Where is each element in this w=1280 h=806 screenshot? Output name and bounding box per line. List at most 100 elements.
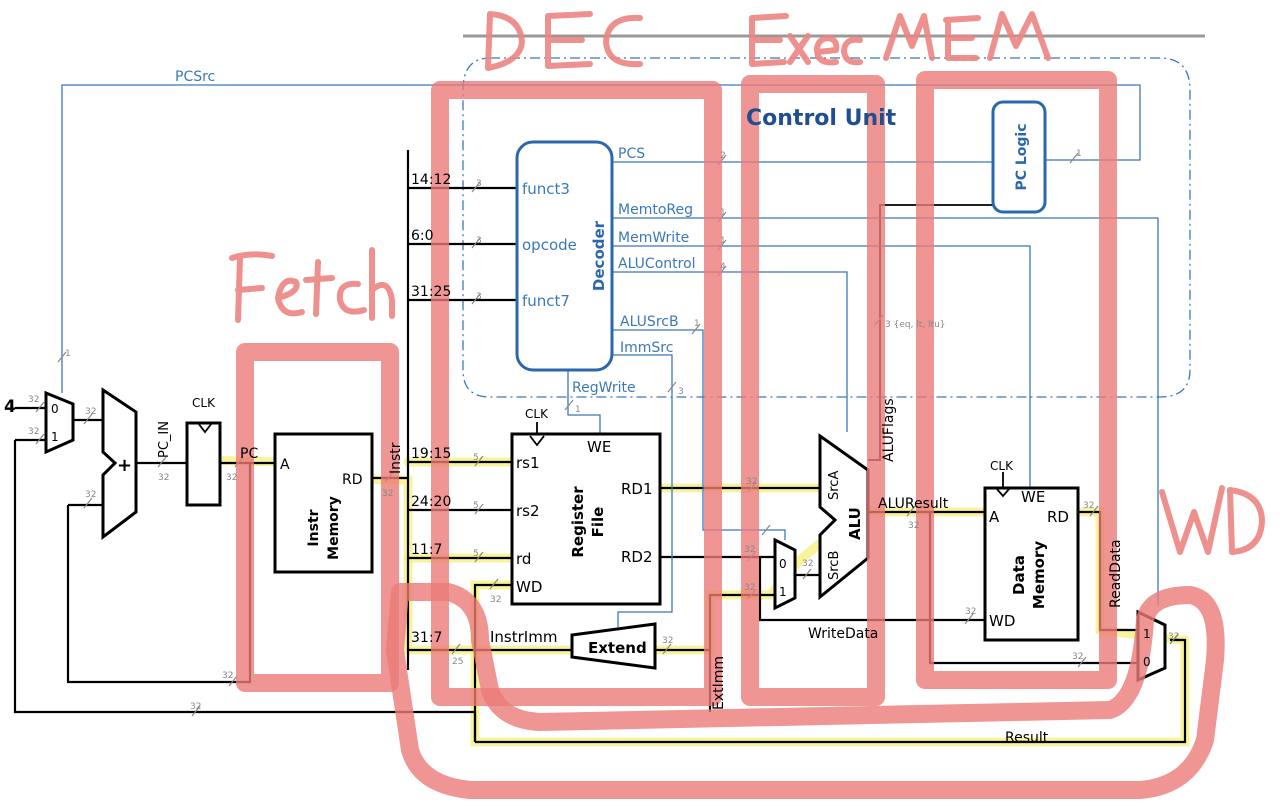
memwrite-width: 1 — [720, 236, 726, 246]
svg-text:32: 32 — [190, 702, 201, 712]
control-unit-title: Control Unit — [746, 106, 897, 131]
result-mux-in1-label: 1 — [1143, 627, 1151, 641]
svg-text:32: 32 — [158, 473, 169, 483]
pcsrc-label: PCSrc — [175, 69, 215, 85]
svg-text:32: 32 — [746, 477, 757, 487]
field-rs1-bits: 19:15 — [411, 446, 451, 462]
svg-text:25: 25 — [452, 657, 463, 667]
svg-text:3: 3 — [476, 236, 482, 246]
field-opcode-bits: 6:0 — [411, 228, 434, 244]
register-file-we-port: WE — [587, 438, 611, 456]
register-file-rd1-port: RD1 — [621, 480, 653, 498]
pcsrc-width-label: 1 — [65, 349, 71, 359]
decoder-output-alucontrol: ALUControl — [618, 256, 696, 272]
svg-text:32: 32 — [744, 545, 755, 555]
stage-annotations — [236, 71, 1225, 799]
svg-text:32: 32 — [226, 473, 237, 483]
decoder-block — [515, 140, 614, 372]
decoder-label: Decoder — [590, 220, 608, 291]
instr-memory-label-line1: Instr — [306, 509, 322, 546]
decoder-output-immsrc: ImmSrc — [620, 340, 673, 356]
register-file-clk-label: CLK — [525, 407, 549, 421]
alu-flags-label: ALUFlags — [881, 398, 897, 462]
pc-register-clk-label: CLK — [192, 396, 216, 410]
svg-text:32: 32 — [490, 595, 501, 605]
svg-text:32: 32 — [662, 636, 673, 646]
register-file — [510, 432, 662, 606]
instr-memory-rd-port: RD — [342, 472, 363, 488]
pc-logic-out-width: 1 — [1076, 149, 1082, 159]
register-file-label-line2: File — [589, 507, 607, 538]
data-memory — [983, 486, 1080, 642]
regwrite-width: 1 — [575, 405, 581, 415]
decoder-input-funct3: funct3 — [522, 180, 570, 198]
pcs-width: 2 — [720, 151, 726, 161]
instr-bus-label: Instr — [388, 442, 404, 474]
read-data-label: ReadData — [1108, 539, 1124, 608]
register-file-rs1-port: rs1 — [516, 454, 540, 472]
register-file-rd2-port: RD2 — [621, 548, 653, 566]
writeback-stage-loop — [386, 583, 1225, 799]
memtoreg-width: 1 — [720, 208, 726, 218]
svg-text:32: 32 — [85, 407, 96, 417]
control-unit-boundary — [462, 57, 1191, 398]
svg-text:5: 5 — [473, 549, 479, 559]
register-file-wd-port: WD — [516, 578, 542, 596]
result-mux-in0-label: 0 — [1143, 655, 1151, 669]
pc-logic-label: PC Logic — [1014, 123, 1030, 190]
decoder-output-memtoreg: MemtoReg — [618, 202, 693, 218]
register-file-rd-port: rd — [516, 550, 531, 568]
write-data-label: WriteData — [808, 626, 878, 642]
data-memory-clock-icon — [995, 487, 1011, 498]
decoder-output-memwrite: MemWrite — [618, 230, 689, 246]
pc-adder — [101, 387, 138, 541]
svg-text:3: 3 — [476, 179, 482, 189]
field-funct3-bits: 14:12 — [411, 172, 451, 188]
field-rs2-bits: 24:20 — [411, 494, 451, 510]
svg-text:5: 5 — [473, 501, 479, 511]
data-memory-label-line2: Memory — [1030, 541, 1048, 609]
svg-text:32: 32 — [908, 521, 919, 531]
svg-text:32: 32 — [1072, 652, 1083, 662]
constant-four-label: 4 — [4, 397, 16, 417]
data-memory-rd-port: RD — [1047, 508, 1069, 526]
svg-text:32: 32 — [28, 395, 39, 405]
extend-unit — [570, 622, 657, 670]
register-file-rs2-port: rs2 — [516, 502, 540, 520]
alu-srca-port: SrcA — [827, 471, 842, 500]
instr-memory-a-port: A — [280, 457, 290, 473]
decode-stage-box — [431, 81, 722, 706]
result-label: Result — [1005, 730, 1049, 746]
decoder-output-alusrcb: ALUSrcB — [620, 314, 679, 330]
svg-text:32: 32 — [28, 427, 39, 437]
svg-text:32: 32 — [744, 583, 755, 593]
alu-srcb-port: SrcB — [827, 551, 842, 580]
svg-text:3: 3 — [476, 292, 482, 302]
alu-label: ALU — [846, 507, 864, 540]
instr-imm-label: InstrImm — [490, 628, 557, 646]
pc-register-clock-icon — [197, 422, 213, 434]
memory-stage-box — [916, 71, 1117, 689]
pc-label: PC — [240, 446, 258, 462]
alu-srcb-mux — [773, 537, 797, 611]
instruction-memory — [273, 432, 374, 574]
svg-text:32: 32 — [1168, 632, 1179, 642]
bus-width-labels: 32 32 32 32 32 32 32 32 32 3 3 3 5 5 5 3… — [28, 179, 1179, 712]
srcb-mux-in0-label: 0 — [779, 557, 787, 571]
adder-plus-label: + — [117, 455, 132, 476]
data-memory-a-port: A — [989, 508, 1000, 526]
alusrcb-width: 1 — [694, 319, 700, 329]
pc-logic-block — [991, 100, 1047, 214]
instr-memory-label-line2: Memory — [326, 496, 342, 560]
svg-text:32: 32 — [85, 490, 96, 500]
extend-label: Extend — [588, 639, 647, 657]
svg-text:32: 32 — [965, 607, 976, 617]
field-imm-bits: 31:7 — [411, 630, 442, 646]
pc-in-label: PC_IN — [157, 421, 172, 458]
svg-text:32: 32 — [222, 671, 233, 681]
svg-text:5: 5 — [473, 453, 479, 463]
data-memory-label-line1: Data — [1010, 555, 1028, 595]
svg-text:32: 32 — [802, 559, 813, 569]
decoder-output-regwrite: RegWrite — [572, 380, 636, 396]
